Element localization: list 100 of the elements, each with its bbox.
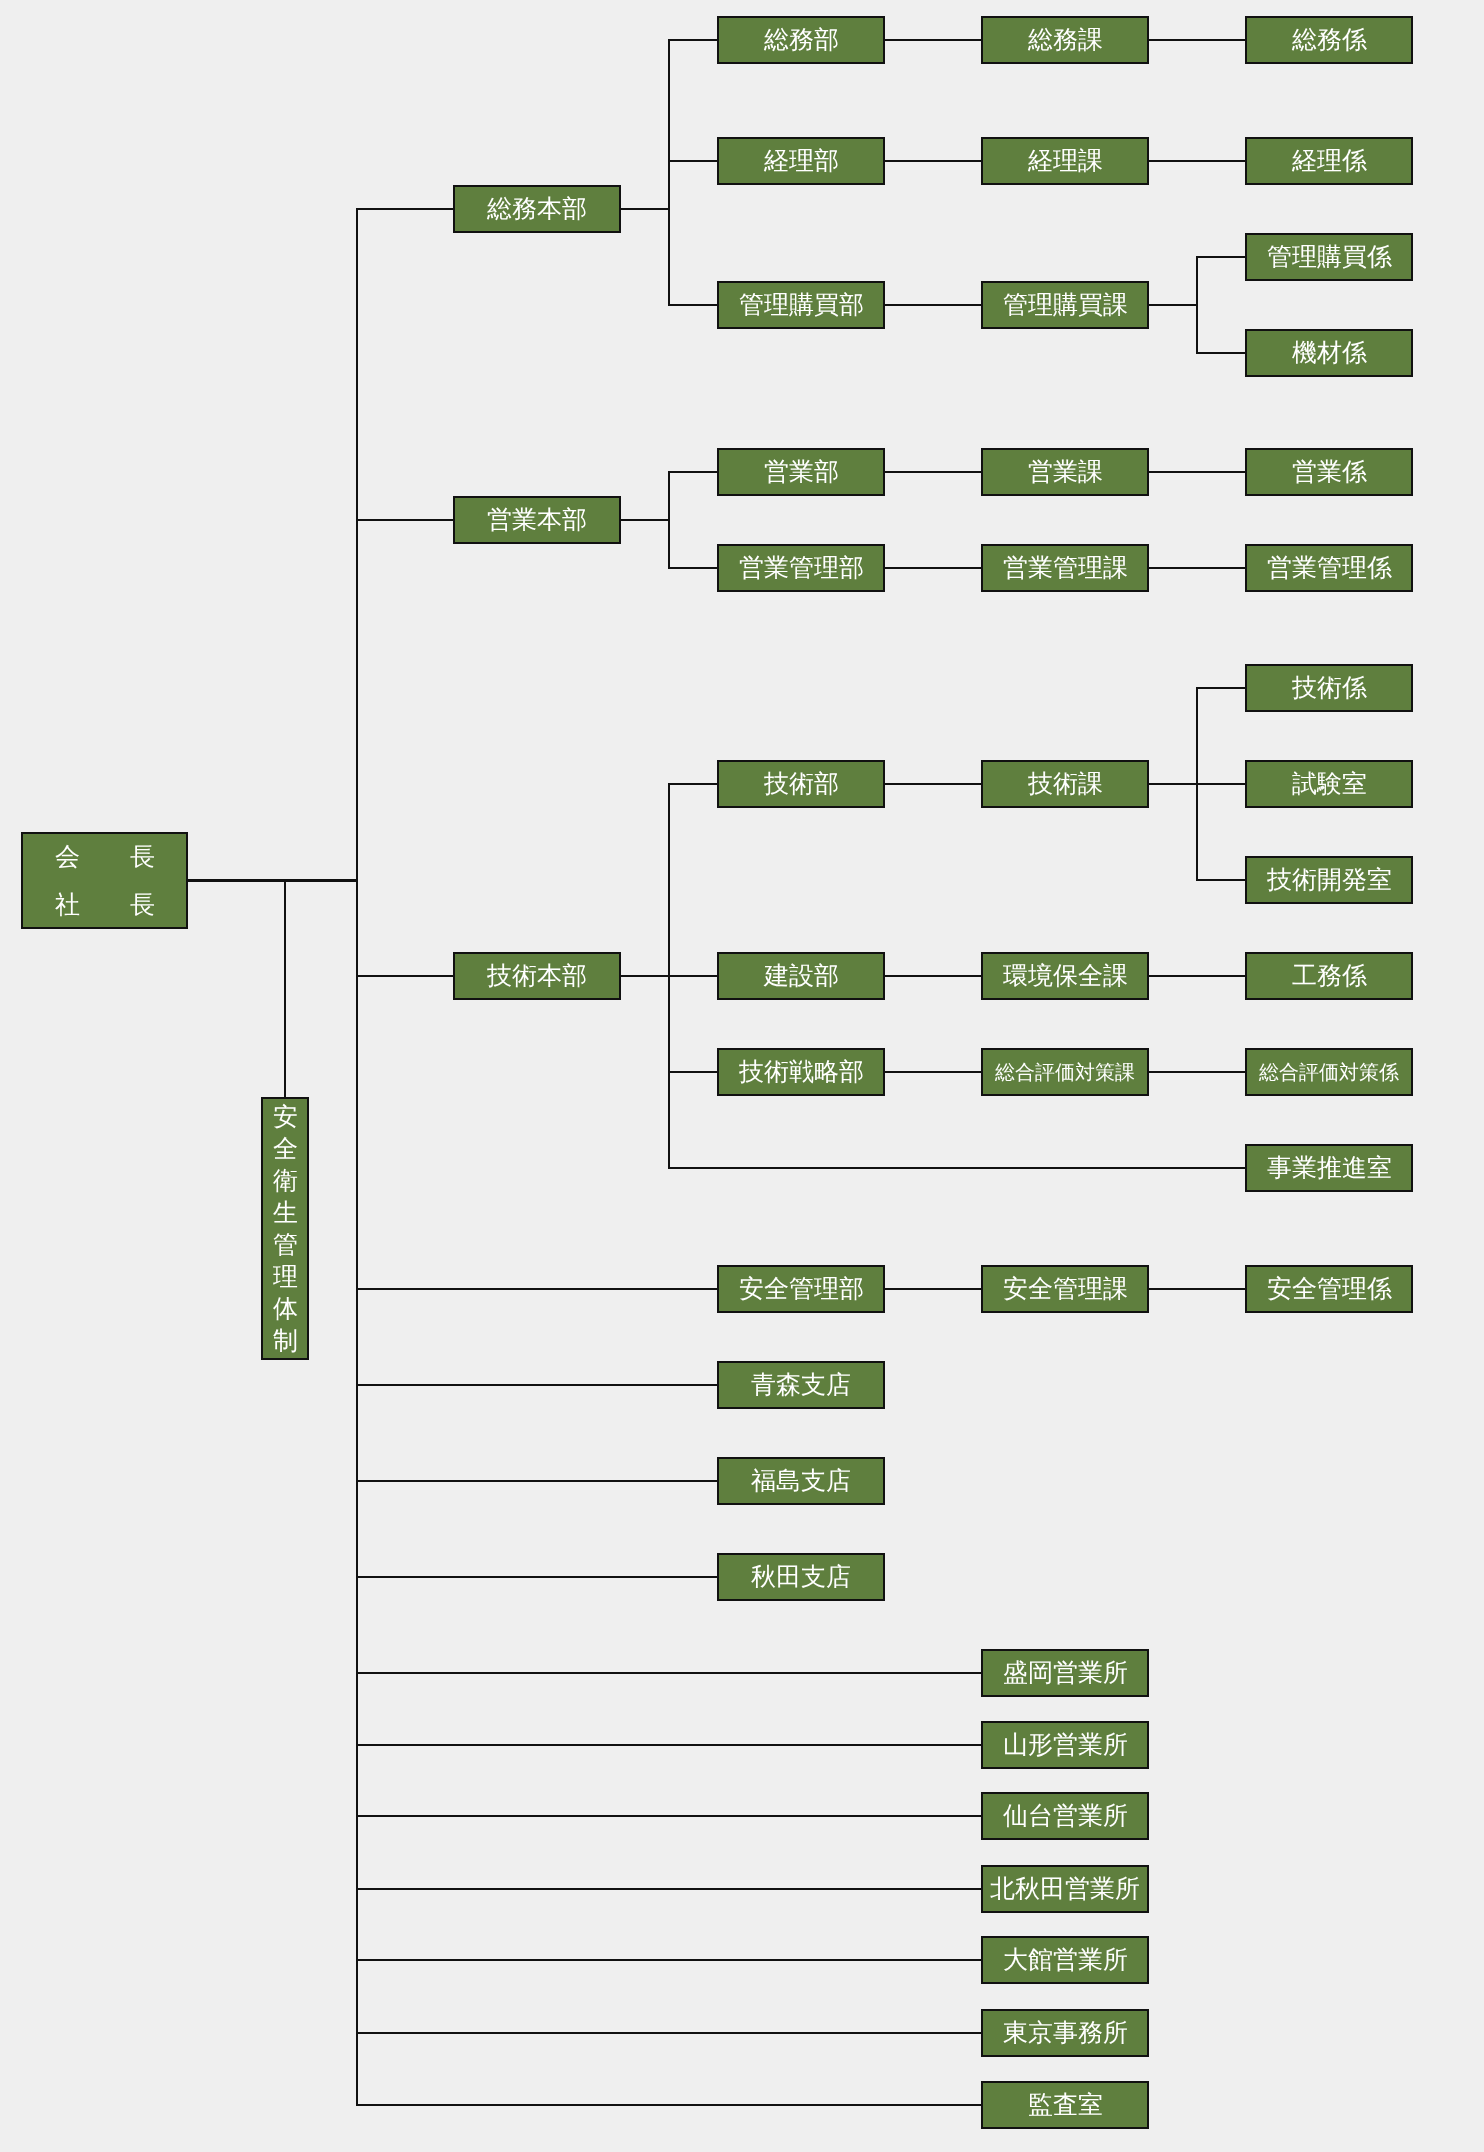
box-label: 営業管理係: [1266, 553, 1392, 583]
box-label: 安全衛生管理体制: [272, 1100, 298, 1357]
box-label: 営業課: [1027, 457, 1103, 487]
org-box: [717, 448, 885, 496]
org-box: [1245, 16, 1413, 64]
connector-line: [884, 160, 982, 162]
connector-line: [1148, 471, 1246, 473]
box-label: 総務係: [1291, 25, 1367, 55]
org-box: [261, 1097, 309, 1360]
box-label: 試験室: [1291, 769, 1367, 799]
org-box: [717, 1553, 885, 1601]
org-box: [981, 1792, 1149, 1840]
org-box: [1245, 544, 1413, 592]
box-label: 技術係: [1291, 673, 1367, 703]
org-box: [981, 1865, 1149, 1913]
box-label: 管理購買部: [738, 290, 864, 320]
org-box: [981, 281, 1149, 329]
org-box: [981, 544, 1149, 592]
org-box: [1245, 1144, 1413, 1192]
org-box: [717, 1048, 885, 1096]
box-label: 安全管理係: [1266, 1274, 1392, 1304]
org-box: [717, 1265, 885, 1313]
org-box: [981, 2081, 1149, 2129]
box-label: 総合評価対策課: [995, 1060, 1135, 1084]
box-label: 監査室: [1027, 2090, 1103, 2120]
org-box: [453, 952, 621, 1000]
box-label: 技術戦略部: [738, 1057, 864, 1087]
box-label: 山形営業所: [1002, 1730, 1128, 1760]
connector-line: [1148, 39, 1246, 41]
box-label: 仙台営業所: [1002, 1801, 1128, 1831]
org-box: [1245, 448, 1413, 496]
box-label: 管理購買課: [1002, 290, 1128, 320]
org-box: [21, 832, 188, 929]
connector-line: [620, 519, 718, 569]
connector-line: [620, 208, 718, 306]
org-box: [717, 760, 885, 808]
org-box: [981, 448, 1149, 496]
box-label: 営業本部: [487, 505, 587, 535]
box-label: 青森支店: [751, 1370, 851, 1400]
org-box: [717, 952, 885, 1000]
box-label: 機材係: [1291, 338, 1367, 368]
box-label: 盛岡営業所: [1002, 1658, 1128, 1688]
org-box: [453, 185, 621, 233]
box-label: 経理課: [1027, 146, 1103, 176]
connector-line: [884, 471, 982, 473]
box-label: 経理部: [763, 146, 839, 176]
box-label: 技術課: [1027, 769, 1103, 799]
org-box: [981, 760, 1149, 808]
connector-line: [1148, 1288, 1246, 1290]
box-label: 営業管理課: [1002, 553, 1128, 583]
connector-line: [884, 975, 982, 977]
connector-line: [884, 304, 982, 306]
box-label: 安全管理課: [1002, 1274, 1128, 1304]
box-label: 総務課: [1027, 25, 1103, 55]
org-box: [717, 137, 885, 185]
org-box: [981, 1048, 1149, 1096]
org-box: [1245, 233, 1413, 281]
org-box: [717, 544, 885, 592]
box-label: 技術本部: [487, 961, 587, 991]
box-label: 営業部: [763, 457, 839, 487]
org-box: [717, 1361, 885, 1409]
box-label: 総務本部: [487, 194, 587, 224]
org-box: [1245, 664, 1413, 712]
box-label: 総合評価対策係: [1259, 1060, 1399, 1084]
box-label: 管理購買係: [1266, 242, 1392, 272]
box-label: 北秋田営業所: [990, 1874, 1140, 1904]
box-label: 会長: [54, 841, 205, 873]
box-label: 福島支店: [751, 1466, 851, 1496]
box-label: 大館営業所: [1002, 1945, 1128, 1975]
connector-line: [1148, 567, 1246, 569]
org-box: [981, 1936, 1149, 1984]
connector-line: [884, 39, 982, 41]
box-label: 環境保全課: [1002, 961, 1128, 991]
org-box: [981, 137, 1149, 185]
org-box: [1245, 137, 1413, 185]
box-label: 事業推進室: [1266, 1153, 1392, 1183]
box-label: 安全管理部: [738, 1274, 864, 1304]
connector-line: [1148, 1071, 1246, 1073]
connector-line: [884, 1288, 982, 1290]
connector-line: [1148, 304, 1246, 354]
org-box: [1245, 1265, 1413, 1313]
box-label: 総務部: [763, 25, 839, 55]
connector-line: [884, 783, 982, 785]
connector-line: [1148, 975, 1246, 977]
org-box: [981, 1649, 1149, 1697]
box-label: 社長: [54, 888, 205, 921]
org-box: [981, 952, 1149, 1000]
box-label: 技術部: [763, 769, 839, 799]
org-box: [981, 16, 1149, 64]
org-box: [1245, 329, 1413, 377]
box-label: 営業管理部: [738, 553, 864, 583]
org-box: [1245, 856, 1413, 904]
box-label: 東京事務所: [1002, 2018, 1128, 2048]
org-box: [981, 1721, 1149, 1769]
box-label: 建設部: [763, 961, 839, 991]
box-label: 技術開発室: [1266, 865, 1392, 895]
connector-line: [1148, 160, 1246, 162]
box-label: 工務係: [1291, 961, 1367, 991]
box-label: 営業係: [1291, 457, 1367, 487]
connector-line: [1148, 783, 1246, 881]
